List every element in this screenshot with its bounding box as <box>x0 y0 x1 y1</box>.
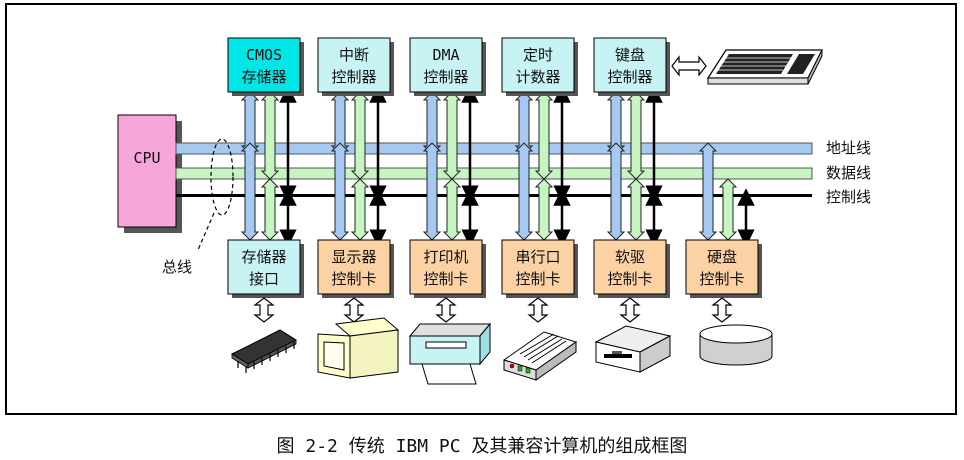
top-data-link-4 <box>626 91 646 180</box>
bottom-address-link-4 <box>606 142 626 241</box>
bottom-data-link-5 <box>718 178 738 241</box>
memory-chip-icon <box>230 329 298 373</box>
address-bus-label: 地址线 <box>826 139 871 157</box>
bottom-module-1-line1: 显示器 <box>331 248 376 266</box>
control-bus-label: 控制线 <box>826 188 871 206</box>
top-module-0-line1: CMOS <box>246 46 282 64</box>
bottom-module-2-line1: 打印机 <box>423 248 468 266</box>
bottom-module-5-line2: 控制卡 <box>699 270 744 288</box>
bus-connections <box>240 85 755 247</box>
top-module-4-line1: 键盘 <box>615 46 645 64</box>
bus-total-label: 总线 <box>162 258 192 276</box>
top-module-0-line2: 存储器 <box>241 68 286 86</box>
bottom-data-link-2 <box>442 178 462 241</box>
bus-marker-leader <box>197 212 215 251</box>
device-link-1 <box>343 297 365 323</box>
device-link-2 <box>435 297 457 323</box>
device-link-3 <box>527 297 549 323</box>
bottom-data-link-0 <box>260 178 280 241</box>
bottom-module-0-line2: 接口 <box>249 270 279 288</box>
bus-marker-ellipse <box>210 138 234 216</box>
top-module-1-line1: 中断 <box>339 46 369 64</box>
top-data-link-0 <box>260 91 280 180</box>
top-module-3-line2: 计数器 <box>515 68 560 86</box>
top-module-2-line1: DMA <box>432 46 459 64</box>
bottom-data-link-1 <box>350 178 370 241</box>
figure-caption: 图 2-2 传统 IBM PC 及其兼容计算机的组成框图 <box>276 436 688 457</box>
diagram-frame <box>5 3 957 415</box>
bottom-address-link-0 <box>240 142 260 241</box>
top-module-4-line2: 控制器 <box>607 68 652 86</box>
modem-icon <box>502 331 578 381</box>
top-module-0: CMOS 存储器 <box>227 37 304 96</box>
device-link-4 <box>619 297 641 323</box>
bottom-address-link-1 <box>330 142 350 241</box>
cpu-block <box>117 114 177 228</box>
top-module-2-line2: 控制器 <box>423 68 468 86</box>
bottom-module-0-line1: 存储器 <box>241 248 286 266</box>
keyboard-link <box>671 55 707 77</box>
bottom-address-link-5 <box>698 142 718 241</box>
bottom-module-3-line1: 串行口 <box>515 248 560 266</box>
data-bus-label: 数据线 <box>826 164 871 182</box>
address-bus <box>175 142 813 155</box>
bottom-module-5-line1: 硬盘 <box>707 248 737 266</box>
top-module-2: DMA 控制器 <box>409 37 486 96</box>
cpu-label: CPU <box>133 149 160 167</box>
top-module-1-line2: 控制器 <box>331 68 376 86</box>
bottom-module-1-line2: 控制卡 <box>331 270 376 288</box>
bottom-data-link-3 <box>534 178 554 241</box>
device-links <box>253 55 733 323</box>
keyboard-icon <box>706 49 823 85</box>
floppy-drive-icon <box>594 325 672 373</box>
control-bus <box>176 194 812 197</box>
bottom-module-2-line2: 控制卡 <box>423 270 468 288</box>
top-module-3-line1: 定时 <box>523 46 553 64</box>
data-bus <box>175 167 813 180</box>
hard-disk-icon <box>699 324 773 366</box>
bottom-address-link-3 <box>514 142 534 241</box>
device-link-5 <box>711 297 733 323</box>
bottom-module-4-line1: 软驱 <box>615 248 645 266</box>
bottom-data-link-4 <box>626 178 646 241</box>
system-bus <box>175 142 813 197</box>
printer-icon <box>408 322 492 385</box>
bottom-module-4-line2: 控制卡 <box>607 270 652 288</box>
top-data-link-1 <box>350 91 370 180</box>
top-data-link-3 <box>534 91 554 180</box>
monitor-icon <box>317 317 400 379</box>
bottom-address-link-2 <box>422 142 442 241</box>
top-data-link-2 <box>442 91 462 180</box>
bottom-module-3-line2: 控制卡 <box>515 270 560 288</box>
device-link-0 <box>253 297 275 323</box>
